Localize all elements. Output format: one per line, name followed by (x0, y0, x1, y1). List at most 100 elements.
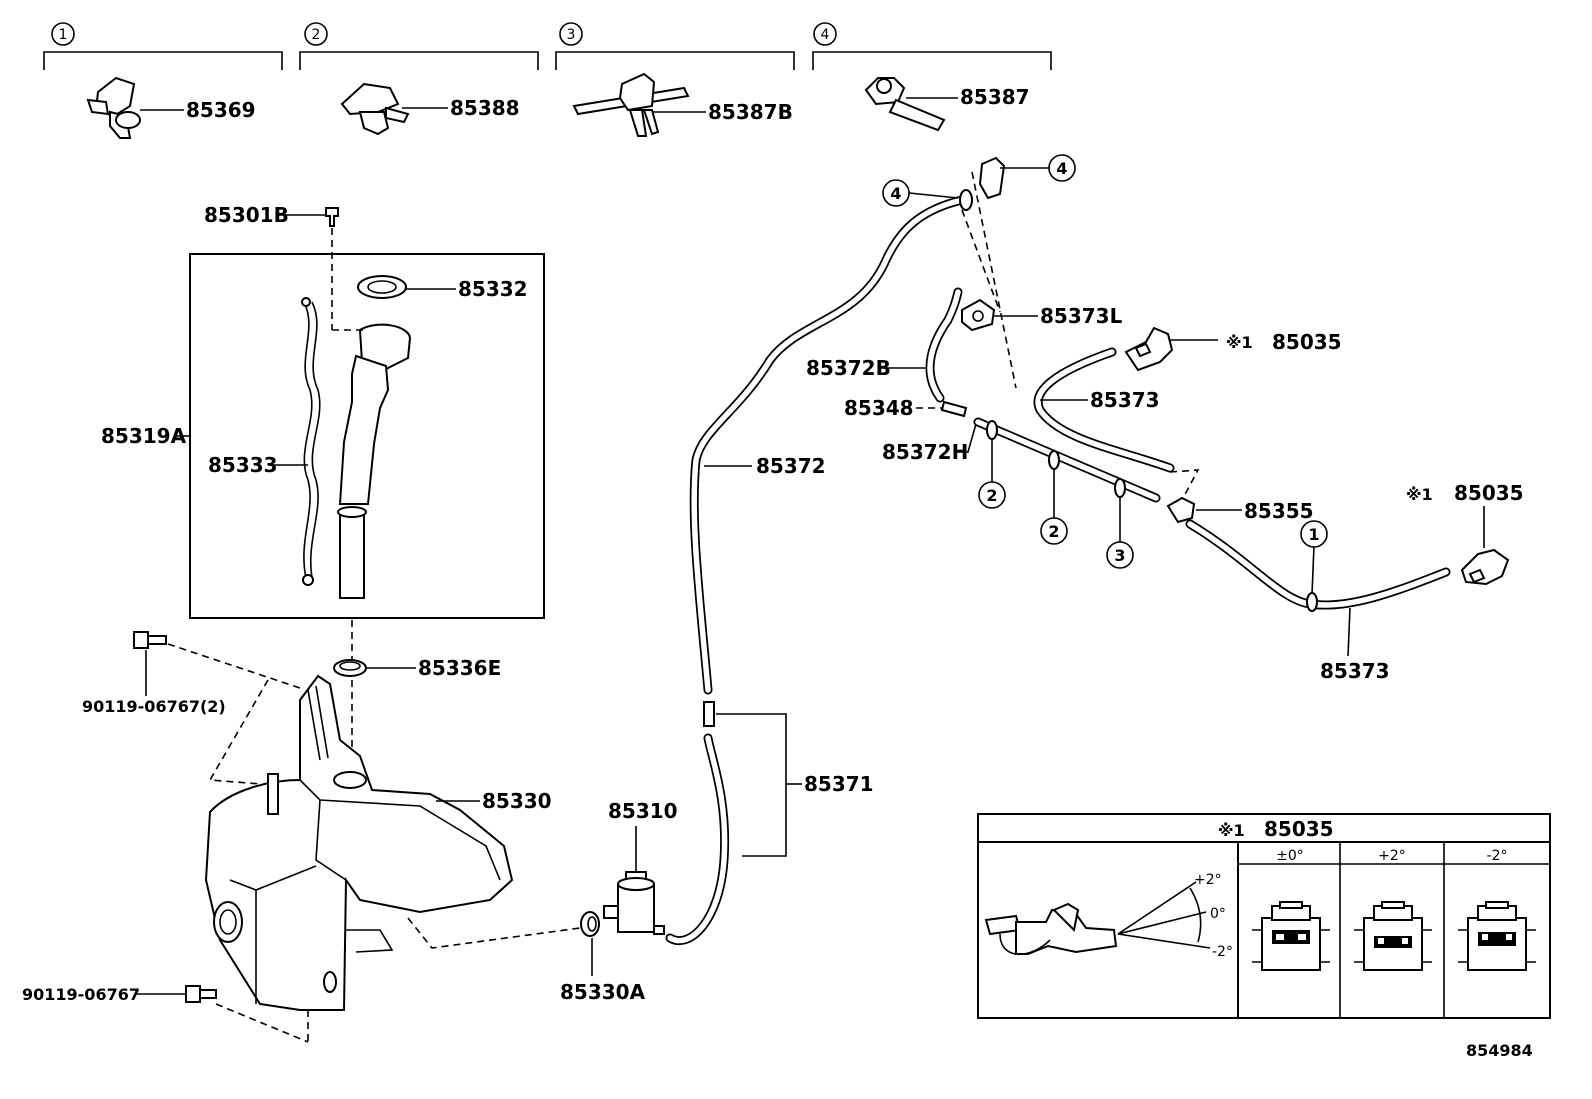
hose-85372B (925, 287, 963, 403)
label-85332: 85332 (458, 277, 528, 301)
inset-col-plus2deg: +2° (1378, 848, 1406, 864)
hose-85371-lower (665, 733, 730, 946)
variant-3-badge (559, 22, 583, 46)
inset-part-number: 85035 (1264, 817, 1334, 841)
variant-4-badge (813, 22, 837, 46)
callout-2-b (1040, 517, 1068, 545)
label-85035-lower: 85035 (1454, 481, 1524, 505)
label-85355: 85355 (1244, 499, 1314, 523)
leader-callout-4-left (908, 192, 959, 199)
variant-2-badge (304, 22, 328, 46)
variant-1-badge (51, 22, 75, 46)
inset-nozzle-view-minus2 (1458, 901, 1536, 971)
variant-3: 3 85387B (555, 22, 795, 137)
bolt-lower-drawing (185, 985, 217, 1003)
variant-4-bracket (812, 51, 1052, 70)
bracket-85371 (716, 713, 787, 857)
label-85371: 85371 (804, 772, 874, 796)
clip-top-hose-drawing (959, 156, 1006, 211)
label-85301B: 85301B (204, 203, 289, 227)
dashline-top-clip-2 (961, 209, 1001, 313)
label-85336E: 85336E (418, 656, 501, 680)
label-85330: 85330 (482, 789, 552, 813)
variant-3-bracket (555, 51, 795, 70)
clip-2b (1048, 450, 1060, 470)
tank-85330-drawing (204, 674, 514, 1011)
inset-note-mark: ※1 (1218, 821, 1245, 840)
label-85372B: 85372B (806, 356, 891, 380)
cap-85332-drawing (357, 275, 407, 299)
variant-2: 2 85388 (299, 22, 539, 136)
grommet-85336E-drawing (333, 659, 367, 677)
clip-2a (986, 420, 998, 440)
variant-1-number: 1 (59, 27, 68, 43)
label-85373L: 85373L (1040, 304, 1123, 328)
hose-85372H (973, 417, 1161, 503)
joint-85348-drawing (940, 400, 968, 418)
clip-85301B-drawing (325, 207, 339, 227)
dashline-top-clip (971, 171, 1017, 389)
nozzle-85035-lower-drawing (1460, 548, 1510, 586)
bracket-85373L-drawing (961, 298, 996, 332)
hose-85373-upper (1033, 347, 1175, 473)
dashline-pump-grommet (407, 917, 581, 949)
inset-angle-plus2: +2° (1194, 872, 1222, 888)
variant-2-number: 2 (312, 27, 321, 43)
variant-4: 4 85387 (812, 22, 1052, 132)
variant-2-bracket (299, 51, 539, 70)
clip-85387-drawing (864, 77, 946, 132)
label-85387B: 85387B (708, 100, 793, 124)
callout-2-a (978, 481, 1006, 509)
leader-callout-1 (1311, 545, 1315, 595)
callout-3-number: 3 (1114, 546, 1125, 565)
label-85330A: 85330A (560, 980, 646, 1004)
label-90119-06767-2: 90119-06767(2) (82, 697, 226, 716)
label-85373-lower: 85373 (1320, 659, 1390, 683)
dashline-85355 (1169, 469, 1200, 501)
inset-nozzle-view-plus2 (1354, 901, 1432, 971)
label-85387: 85387 (960, 85, 1030, 109)
variant-1-bracket (43, 51, 283, 70)
label-85319A: 85319A (101, 424, 187, 448)
inset-nozzle-view-0 (1252, 901, 1330, 971)
note-mark-lower: ※1 (1406, 485, 1433, 504)
bolt-upper-drawing (133, 631, 167, 649)
label-85310: 85310 (608, 799, 678, 823)
callout-4-left-number: 4 (890, 184, 901, 203)
label-85333: 85333 (208, 453, 278, 477)
label-85035-upper: 85035 (1272, 330, 1342, 354)
variant-4-number: 4 (821, 27, 830, 43)
pump-85310-drawing (603, 871, 665, 935)
joint-85355-drawing (1166, 496, 1196, 524)
clip-3 (1114, 478, 1126, 498)
variant-1: 1 85369 (43, 22, 283, 139)
label-85348: 85348 (844, 396, 914, 420)
label-85372: 85372 (756, 454, 826, 478)
clip-1 (1306, 592, 1318, 612)
gauge-85333-drawing (301, 297, 321, 586)
callout-1-number: 1 (1308, 525, 1319, 544)
leader-85372H (956, 423, 977, 453)
callout-3 (1106, 541, 1134, 569)
hose-85372 (689, 195, 967, 695)
connector-85371 (703, 701, 715, 727)
clip-85388-drawing (340, 82, 410, 136)
note-mark-upper: ※1 (1226, 333, 1253, 352)
label-85369: 85369 (186, 98, 256, 122)
label-85388: 85388 (450, 96, 520, 120)
clip-85369-drawing (86, 76, 141, 139)
label-90119-06767: 90119-06767 (22, 985, 140, 1004)
callout-2-b-number: 2 (1048, 522, 1059, 541)
dashline-bolt-upper (167, 643, 301, 689)
dashline-bolt-lower (215, 1003, 309, 1043)
label-85373-upper: 85373 (1090, 388, 1160, 412)
callout-1 (1300, 520, 1328, 548)
inset-angle-minus2: -2° (1212, 944, 1233, 960)
inset-angle-0: 0° (1210, 906, 1226, 922)
inset-nozzle-angle: ※1 85035 ±0° +2° -2° +2° 0° -2° (977, 813, 1551, 1019)
callout-4-right-number: 4 (1056, 159, 1067, 178)
dashline-bolt-upper-2 (208, 679, 287, 787)
label-85372H: 85372H (882, 440, 968, 464)
inset-angle-drawing (984, 881, 1211, 956)
